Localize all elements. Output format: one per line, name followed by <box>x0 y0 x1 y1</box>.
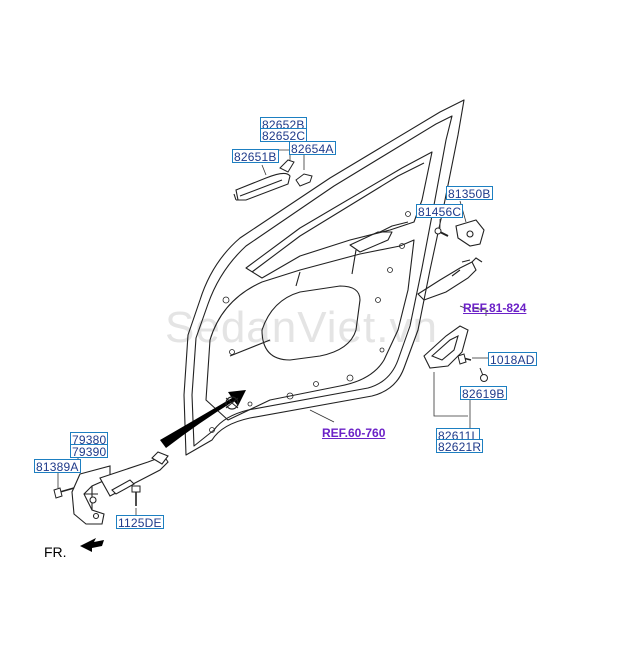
part-label-82621r[interactable]: 82621R <box>436 439 484 454</box>
reference-60-760[interactable]: REF.60-760 <box>322 426 386 440</box>
door-checker <box>71 451 169 525</box>
key-cylinder <box>279 159 295 173</box>
window-opening <box>245 151 433 279</box>
part-label-1018ad[interactable]: 1018AD <box>488 352 537 367</box>
part-label-81456c[interactable]: 81456C <box>416 204 464 219</box>
handle-cover <box>295 173 313 187</box>
part-label-81389a[interactable]: 81389A <box>34 459 81 474</box>
door-frame <box>183 99 465 456</box>
front-arrow <box>80 538 104 552</box>
part-label-82652c[interactable]: 82652C <box>260 128 308 143</box>
inside-handle-rod <box>417 257 483 301</box>
part-label-79380[interactable]: 79380 <box>70 432 109 447</box>
part-label-1125de[interactable]: 1125DE <box>116 515 164 530</box>
part-label-82651b[interactable]: 82651B <box>232 149 279 164</box>
part-label-81350b[interactable]: 81350B <box>446 186 493 201</box>
front-direction-label: FR. <box>44 544 67 560</box>
door-frame-inner <box>191 115 453 447</box>
checker-arrow <box>160 390 246 448</box>
door-latch <box>455 219 485 247</box>
reference-81-824[interactable]: REF.81-824 <box>463 301 527 315</box>
inner-panel <box>205 239 415 421</box>
part-label-82654a[interactable]: 82654A <box>289 141 336 156</box>
inside-handle <box>423 325 469 369</box>
part-label-79390[interactable]: 79390 <box>70 444 109 459</box>
part-label-82619b[interactable]: 82619B <box>460 386 507 401</box>
outside-handle <box>233 172 291 201</box>
